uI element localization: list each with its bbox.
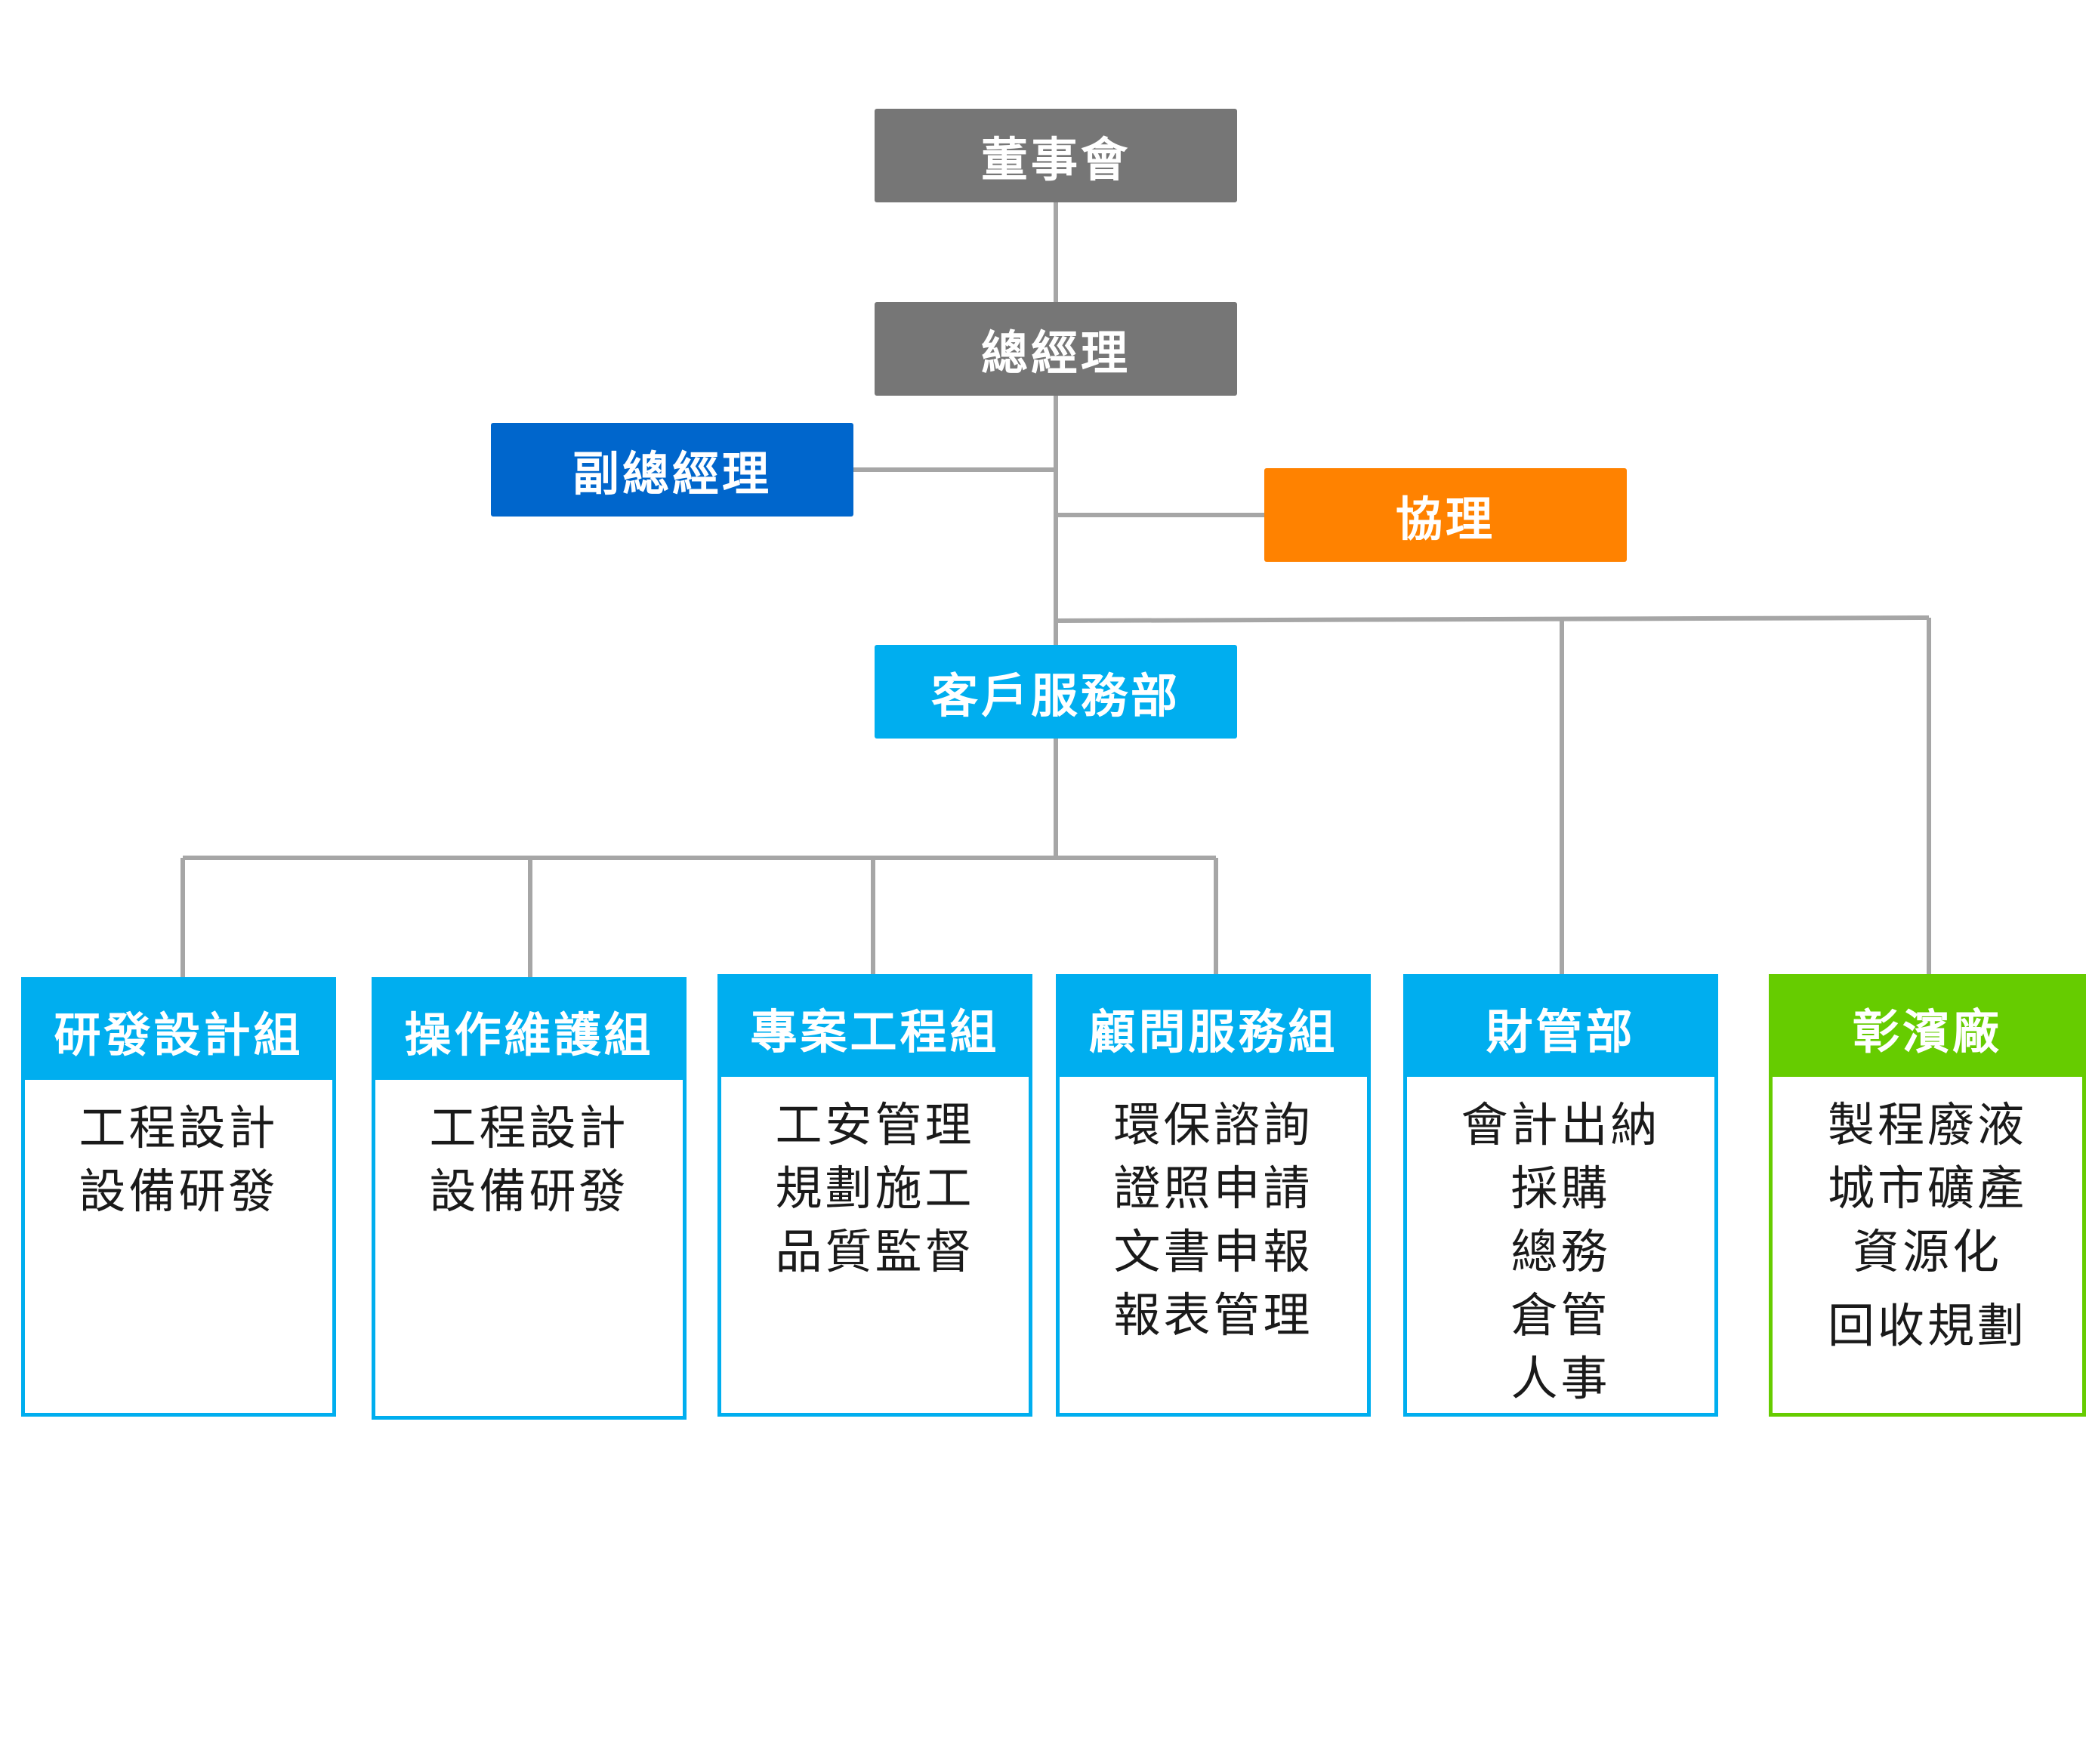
group-card-finance[interactable]: 財管部 會計出納 採購 總務 倉管 人事 [1403, 974, 1718, 1417]
group-card-consulting[interactable]: 顧問服務組 環保諮詢 證照申請 文書申報 報表管理 [1056, 974, 1371, 1417]
group-item: 資源化 [1852, 1224, 2002, 1279]
group-item: 品質監督 [775, 1224, 975, 1279]
group-title: 專案工程組 [721, 978, 1029, 1077]
group-item: 設備研發 [79, 1164, 279, 1219]
group-title: 研發設計組 [25, 981, 332, 1080]
assistant-manager-label: 協理 [1395, 492, 1495, 547]
group-title: 彰濱廠 [1773, 978, 2082, 1077]
group-item: 文書申報 [1113, 1224, 1313, 1279]
board-label: 董事會 [980, 132, 1131, 187]
deputy-gm-label: 副總經理 [572, 446, 772, 501]
group-card-rd[interactable]: 研發設計組 工程設計 設備研發 [21, 977, 336, 1417]
group-items: 製程廢液 城市礦產 資源化 回收規劃 [1773, 1077, 2082, 1358]
group-item: 會計出納 [1461, 1097, 1661, 1152]
group-title: 顧問服務組 [1060, 978, 1367, 1077]
board-box[interactable]: 董事會 [875, 109, 1237, 202]
group-item: 城市礦產 [1827, 1161, 2027, 1216]
group-item: 工安管理 [775, 1097, 975, 1152]
group-item: 製程廢液 [1827, 1097, 2027, 1152]
group-item: 報表管理 [1113, 1288, 1313, 1343]
group-items: 環保諮詢 證照申請 文書申報 報表管理 [1060, 1077, 1367, 1347]
customer-service-box[interactable]: 客戶服務部 [875, 645, 1237, 739]
group-item: 工程設計 [79, 1100, 279, 1155]
general-manager-box[interactable]: 總經理 [875, 302, 1237, 396]
group-item: 工程設計 [429, 1100, 629, 1155]
group-item: 總務 [1510, 1224, 1611, 1279]
group-title: 財管部 [1407, 978, 1714, 1077]
group-item: 人事 [1510, 1351, 1611, 1406]
group-card-plant[interactable]: 彰濱廠 製程廢液 城市礦產 資源化 回收規劃 [1769, 974, 2086, 1417]
assistant-manager-box[interactable]: 協理 [1264, 468, 1627, 562]
group-item: 環保諮詢 [1113, 1097, 1313, 1152]
group-item: 倉管 [1510, 1288, 1611, 1343]
group-item: 規劃施工 [775, 1161, 975, 1216]
group-item: 設備研發 [429, 1164, 629, 1219]
group-card-projects[interactable]: 專案工程組 工安管理 規劃施工 品質監督 [717, 974, 1032, 1417]
general-manager-label: 總經理 [980, 325, 1131, 381]
customer-service-label: 客戶服務部 [930, 668, 1180, 723]
group-items: 會計出納 採購 總務 倉管 人事 [1407, 1077, 1714, 1411]
group-items: 工程設計 設備研發 [375, 1080, 683, 1223]
group-item: 回收規劃 [1827, 1298, 2027, 1353]
group-card-operations[interactable]: 操作維護組 工程設計 設備研發 [372, 977, 687, 1420]
group-items: 工程設計 設備研發 [25, 1080, 332, 1223]
group-item: 證照申請 [1113, 1161, 1313, 1216]
group-title: 操作維護組 [375, 981, 683, 1080]
group-item: 採購 [1510, 1161, 1611, 1216]
group-items: 工安管理 規劃施工 品質監督 [721, 1077, 1029, 1284]
deputy-gm-box[interactable]: 副總經理 [491, 423, 853, 517]
